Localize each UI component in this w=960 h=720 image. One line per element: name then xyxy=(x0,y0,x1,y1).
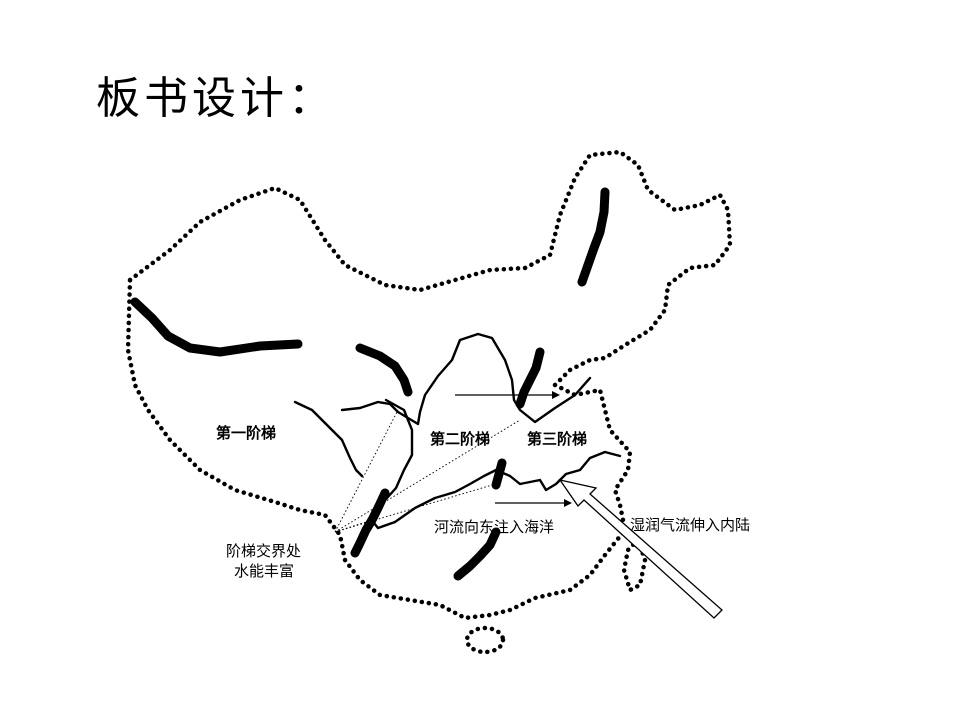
label-rivers-flow-east: 河流向东注入海洋 xyxy=(434,518,554,536)
hengduan-mountains xyxy=(350,488,390,558)
moist-air-arrow xyxy=(558,479,723,619)
yangtze-river xyxy=(368,398,622,530)
page-title: 板书设计： xyxy=(96,73,336,124)
label-step-boundary-line2: 水能丰富 xyxy=(234,562,294,580)
label-step-three: 第三阶梯 xyxy=(527,430,587,448)
yellow-river xyxy=(293,332,592,478)
qilian-mountains xyxy=(355,343,413,397)
label-moist-air-inland: 湿润气流伸入内陆 xyxy=(630,516,750,534)
arrowhead-east-upper xyxy=(552,391,560,399)
leader-to-qilian xyxy=(334,409,399,533)
greater-khingan-mountains xyxy=(577,187,610,287)
leader-to-wushan xyxy=(334,484,493,533)
hainan-island xyxy=(464,625,506,655)
leader-to-hengduan xyxy=(334,519,373,533)
taiwan-island xyxy=(621,535,648,594)
label-step-one: 第一阶梯 xyxy=(216,424,276,442)
label-step-two: 第二阶梯 xyxy=(430,430,490,448)
label-step-boundary-line1: 阶梯交界处 xyxy=(226,542,301,560)
taihang-mountains xyxy=(515,347,545,409)
country-border xyxy=(125,149,733,621)
arrowhead-east-lower xyxy=(564,499,572,507)
wushan-mountains xyxy=(491,458,507,490)
xuefeng-mountains xyxy=(453,527,501,581)
kunlun-mountains xyxy=(130,297,303,357)
